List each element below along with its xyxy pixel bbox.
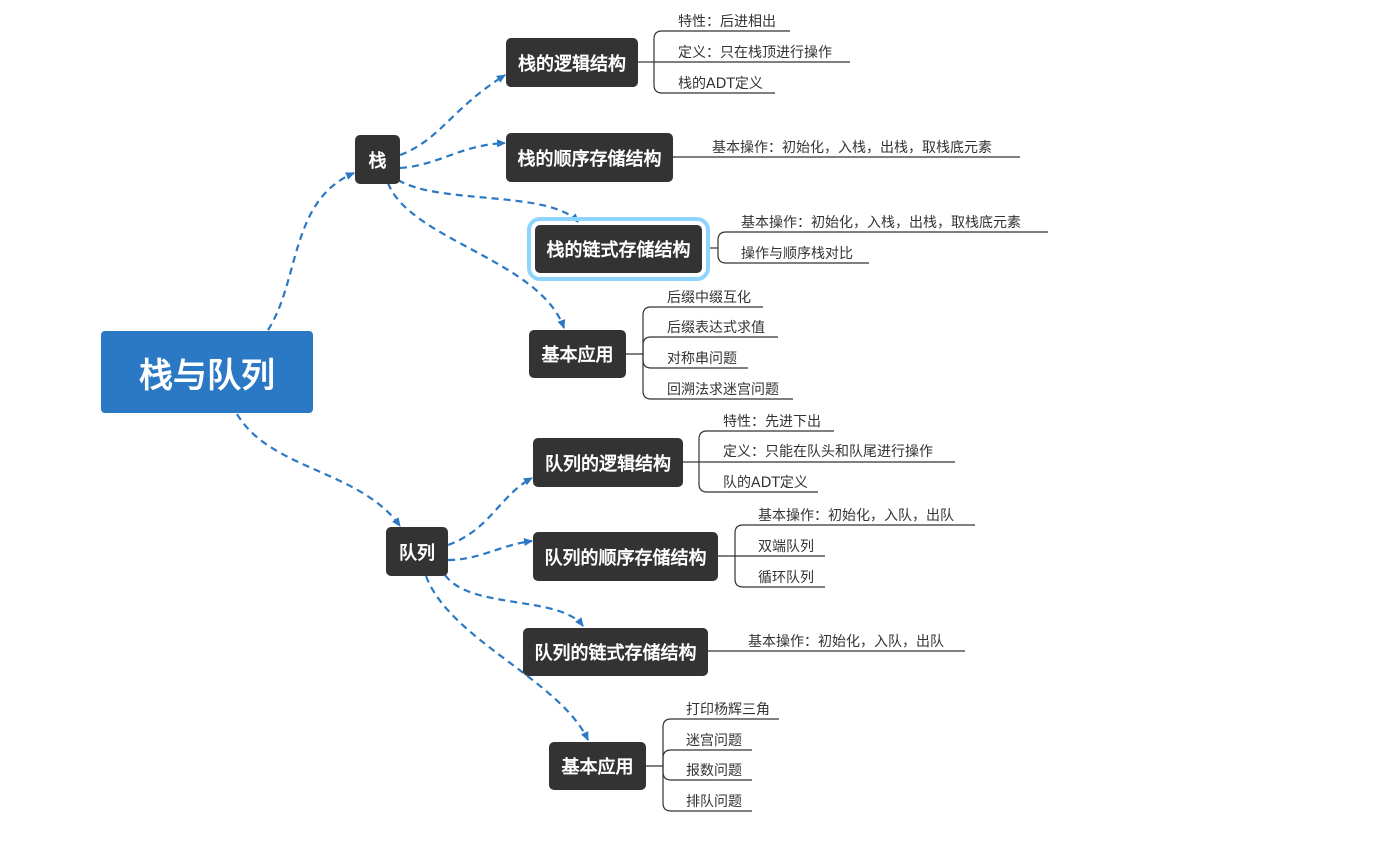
leaf-line-stack-linked-2 [717,248,869,264]
leaf-queue-sequential-3[interactable]: 循环队列 [758,570,814,586]
connector-stack-to-logical [399,74,506,157]
leaf-line-stack-app-4 [642,354,793,400]
leaf-line-queue-sequential-3 [734,556,825,588]
branch-queue[interactable]: 队列 [386,527,448,576]
topic-stack-sequential-storage[interactable]: 栈的顺序存储结构 [506,133,673,182]
leaf-line-queue-logical-1 [698,430,834,462]
leaf-stack-app-3[interactable]: 对称串问题 [667,351,737,367]
leaf-line-queue-app-4 [662,766,752,812]
leaf-queue-logical-3[interactable]: 队的ADT定义 [723,475,808,491]
leaf-queue-app-1[interactable]: 打印杨辉三角 [686,702,770,718]
leaf-line-queue-app-2 [662,749,752,766]
leaf-stack-logical-2[interactable]: 定义：只在栈顶进行操作 [678,45,832,61]
connector-queue-to-linked [444,574,584,627]
topic-queue-logical-structure[interactable]: 队列的逻辑结构 [533,438,683,487]
leaf-line-stack-app-2 [642,336,778,354]
leaf-queue-sequential-2[interactable]: 双端队列 [758,539,814,555]
connector-root-to-queue [236,413,401,527]
leaf-stack-sequential-1[interactable]: 基本操作：初始化，入栈，出栈，取栈底元素 [712,140,992,156]
leaf-queue-linked-1[interactable]: 基本操作：初始化，入队，出队 [748,634,944,650]
leaf-line-stack-logical-1 [653,30,790,62]
connector-queue-to-sequential [447,538,533,562]
leaf-queue-app-2[interactable]: 迷宫问题 [686,733,742,749]
connector-root-to-stack [267,171,355,331]
leaf-stack-app-1[interactable]: 后缀中缀互化 [667,290,751,306]
leaf-line-queue-app-1 [662,718,779,766]
topic-queue-sequential-storage[interactable]: 队列的顺序存储结构 [533,532,718,581]
leaf-line-queue-logical-3 [698,462,818,493]
leaf-line-stack-logical-3 [653,62,775,94]
leaf-stack-logical-1[interactable]: 特性：后进相出 [678,14,776,30]
topic-stack-logical-structure[interactable]: 栈的逻辑结构 [506,38,638,87]
topic-stack-linked-storage[interactable]: 栈的链式存储结构 [527,217,710,281]
leaf-queue-app-3[interactable]: 报数问题 [686,763,742,779]
connector-stack-to-sequential [399,139,506,170]
leaf-line-stack-linked-1 [717,231,1048,248]
topic-queue-applications[interactable]: 基本应用 [549,742,646,790]
leaf-queue-logical-1[interactable]: 特性：先进下出 [723,414,821,430]
leaf-stack-app-4[interactable]: 回溯法求迷宫问题 [667,382,779,398]
root-topic[interactable]: 栈与队列 [101,331,313,413]
leaf-line-queue-sequential-1 [734,524,975,556]
leaf-stack-linked-2[interactable]: 操作与顺序栈对比 [741,246,853,262]
leaf-stack-app-2[interactable]: 后缀表达式求值 [667,320,765,336]
leaf-queue-app-4[interactable]: 排队问题 [686,794,742,810]
leaf-queue-sequential-1[interactable]: 基本操作：初始化，入队，出队 [758,508,954,524]
leaf-stack-linked-1[interactable]: 基本操作：初始化，入栈，出栈，取栈底元素 [741,215,1021,231]
connector-queue-to-applications [424,575,589,741]
connector-queue-to-logical [447,477,533,547]
leaf-queue-logical-2[interactable]: 定义：只能在队头和队尾进行操作 [723,444,933,460]
branch-stack[interactable]: 栈 [355,135,400,184]
connector-stack-to-linked [397,179,579,223]
leaf-line-stack-app-1 [642,306,763,354]
connector-stack-to-applications [386,182,566,329]
leaf-stack-logical-3[interactable]: 栈的ADT定义 [678,76,763,92]
topic-stack-applications[interactable]: 基本应用 [529,330,626,378]
topic-queue-linked-storage[interactable]: 队列的链式存储结构 [523,628,708,676]
